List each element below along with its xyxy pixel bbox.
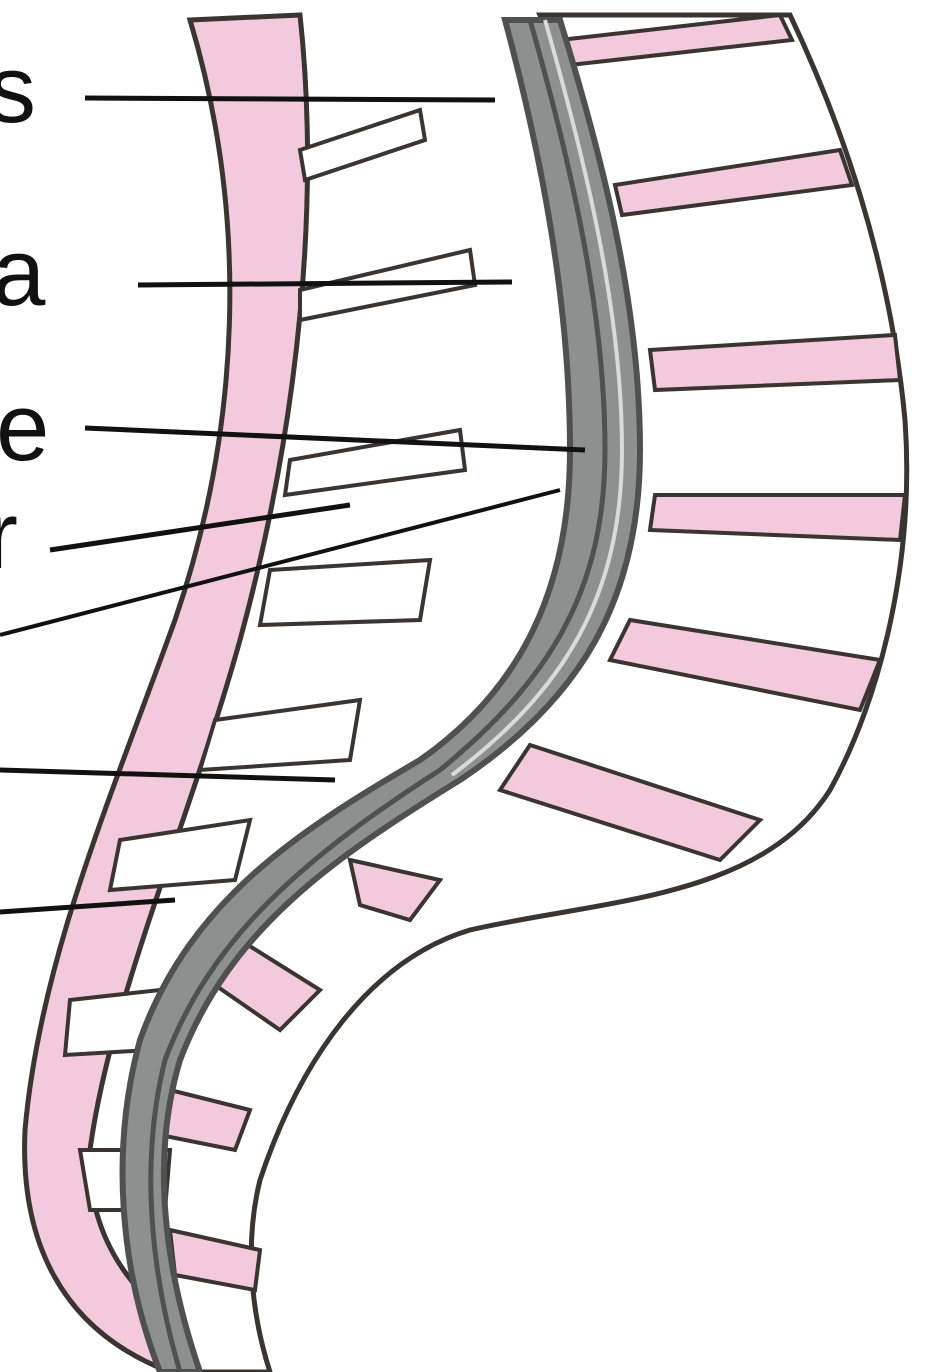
spinous-process <box>260 560 430 625</box>
label-r: r <box>0 488 18 584</box>
label-a: a <box>0 225 45 321</box>
label-s: s <box>0 42 36 138</box>
leader-line <box>85 98 495 100</box>
spinous-process <box>300 110 425 180</box>
spinous-process <box>200 700 360 770</box>
label-e: e <box>0 380 49 476</box>
leader-line <box>85 428 585 450</box>
intervertebral-disc <box>650 495 905 540</box>
leader-line <box>138 282 512 285</box>
